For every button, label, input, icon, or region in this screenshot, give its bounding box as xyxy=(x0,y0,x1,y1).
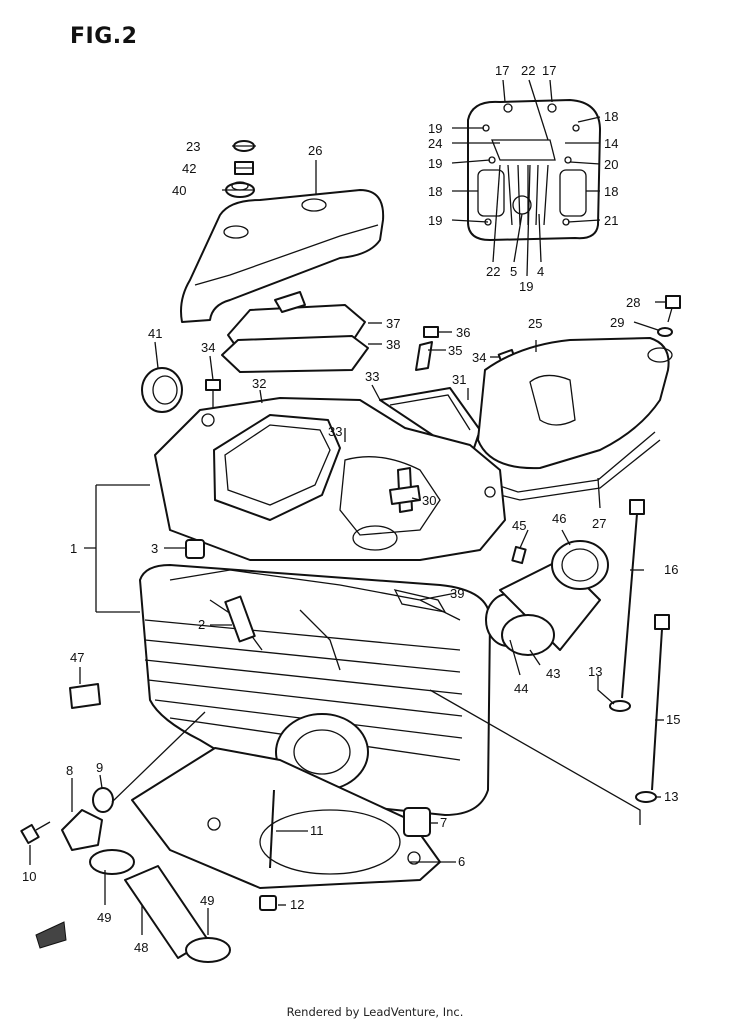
callout-5: 5 xyxy=(510,264,517,279)
water-fitting-8-9-10 xyxy=(20,787,114,851)
callout-44: 44 xyxy=(514,681,528,696)
callout-45: 45 xyxy=(512,518,526,533)
callout-47: 47 xyxy=(70,650,84,665)
dowel-3 xyxy=(185,539,205,559)
callout-15: 15 xyxy=(666,712,680,727)
callout-13a: 13 xyxy=(588,664,602,679)
callout-38: 38 xyxy=(386,337,400,352)
callout-25: 25 xyxy=(528,316,542,331)
callout-17b: 17 xyxy=(542,63,556,78)
callout-20: 20 xyxy=(604,157,618,172)
callout-13b: 13 xyxy=(664,789,678,804)
callout-49b: 49 xyxy=(200,893,214,908)
callout-14: 14 xyxy=(604,136,618,151)
callout-35: 35 xyxy=(448,343,462,358)
callout-8: 8 xyxy=(66,763,73,778)
seal-ring-41 xyxy=(141,367,183,413)
callout-27: 27 xyxy=(592,516,606,531)
callout-1: 1 xyxy=(70,541,77,556)
callout-33a: 33 xyxy=(365,369,379,384)
callout-6: 6 xyxy=(458,854,465,869)
callout-19c: 19 xyxy=(428,213,442,228)
callout-19d: 19 xyxy=(519,279,533,294)
callout-49a: 49 xyxy=(97,910,111,925)
cap-47 xyxy=(69,683,101,709)
callout-48: 48 xyxy=(134,940,148,955)
callout-33b: 33 xyxy=(328,424,342,439)
callout-19a: 19 xyxy=(428,121,442,136)
callout-31: 31 xyxy=(452,372,466,387)
callout-42: 42 xyxy=(182,161,196,176)
callout-19b: 19 xyxy=(428,156,442,171)
callout-46: 46 xyxy=(552,511,566,526)
callout-22a: 22 xyxy=(521,63,535,78)
callout-18c: 18 xyxy=(604,184,618,199)
callout-30: 30 xyxy=(422,493,436,508)
front-arrow-icon xyxy=(35,921,67,949)
callout-36: 36 xyxy=(456,325,470,340)
callout-24: 24 xyxy=(428,136,442,151)
callout-37: 37 xyxy=(386,316,400,331)
head-top-view-inset xyxy=(467,99,601,241)
dowels-7-11-12 xyxy=(259,789,431,911)
callout-29: 29 xyxy=(610,315,624,330)
washers-23-42-40 xyxy=(225,140,255,198)
callout-18b: 18 xyxy=(428,184,442,199)
cylinder-head-cover-25 xyxy=(477,337,673,470)
callout-22b: 22 xyxy=(486,264,500,279)
hose-48-clamps-49 xyxy=(89,849,231,963)
callout-23: 23 xyxy=(186,139,200,154)
head-cover-26 xyxy=(180,189,385,323)
intake-pipe-43-44-46 xyxy=(485,540,609,656)
callout-9: 9 xyxy=(96,760,103,775)
callout-32: 32 xyxy=(252,376,266,391)
callout-18a: 18 xyxy=(604,109,618,124)
stud-35-nut-36 xyxy=(415,326,439,371)
callout-34a: 34 xyxy=(201,340,215,355)
callout-28: 28 xyxy=(626,295,640,310)
leader-lines xyxy=(29,79,666,935)
bolt-28-washer-29 xyxy=(657,295,681,337)
callout-40: 40 xyxy=(172,183,186,198)
callout-2: 2 xyxy=(198,617,205,632)
figure-title: FIG.2 xyxy=(70,24,138,49)
callout-7: 7 xyxy=(440,815,447,830)
callout-34b: 34 xyxy=(472,350,486,365)
breather-cover-37-38 xyxy=(221,291,369,373)
callout-16: 16 xyxy=(664,562,678,577)
stud-bolts-15-16 xyxy=(609,499,670,803)
callout-10: 10 xyxy=(22,869,36,884)
callout-43: 43 xyxy=(546,666,560,681)
callout-39: 39 xyxy=(450,586,464,601)
footer-credit: Rendered by LeadVenture, Inc. xyxy=(286,1005,464,1019)
callout-3: 3 xyxy=(151,541,158,556)
callout-41: 41 xyxy=(148,326,162,341)
callout-17a: 17 xyxy=(495,63,509,78)
exploded-view-drawing: 1 2 3 4 5 6 7 8 9 10 11 12 13 13 14 15 1… xyxy=(20,63,681,963)
callout-26: 26 xyxy=(308,143,322,158)
callout-4: 4 xyxy=(537,264,544,279)
plate-39 xyxy=(393,589,447,613)
cylinder-head-upper xyxy=(154,397,506,561)
callout-11: 11 xyxy=(310,823,324,838)
callout-21: 21 xyxy=(604,213,618,228)
callout-12: 12 xyxy=(290,897,304,912)
callout-labels: 1 2 3 4 5 6 7 8 9 10 11 12 13 13 14 15 1… xyxy=(22,63,680,955)
